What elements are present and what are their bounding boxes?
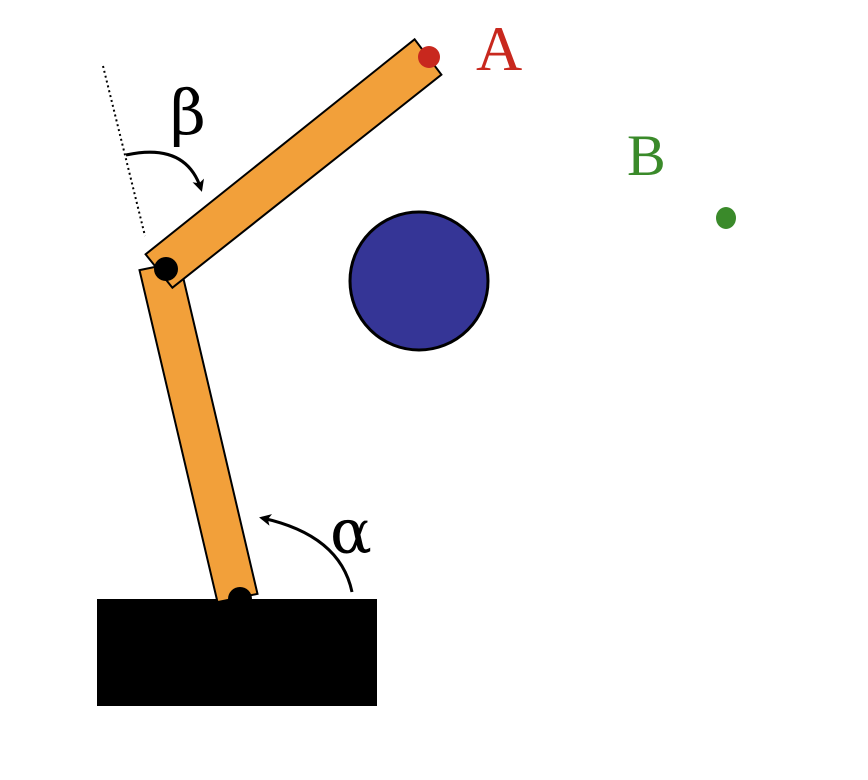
robot-base [97, 599, 377, 706]
alpha-angle-arc [259, 514, 354, 593]
label-b: B [627, 123, 666, 188]
beta-reference-line [102, 65, 146, 237]
label-a: A [476, 13, 522, 84]
arm-link-lower [138, 260, 259, 604]
label-beta: β [170, 76, 206, 149]
beta-angle-arc [125, 150, 204, 192]
obstacle-circle [348, 210, 490, 352]
point-b-marker [716, 207, 736, 229]
base-joint [228, 587, 252, 611]
elbow-joint [154, 257, 178, 281]
point-a-marker [418, 46, 440, 68]
label-alpha: α [330, 495, 372, 568]
